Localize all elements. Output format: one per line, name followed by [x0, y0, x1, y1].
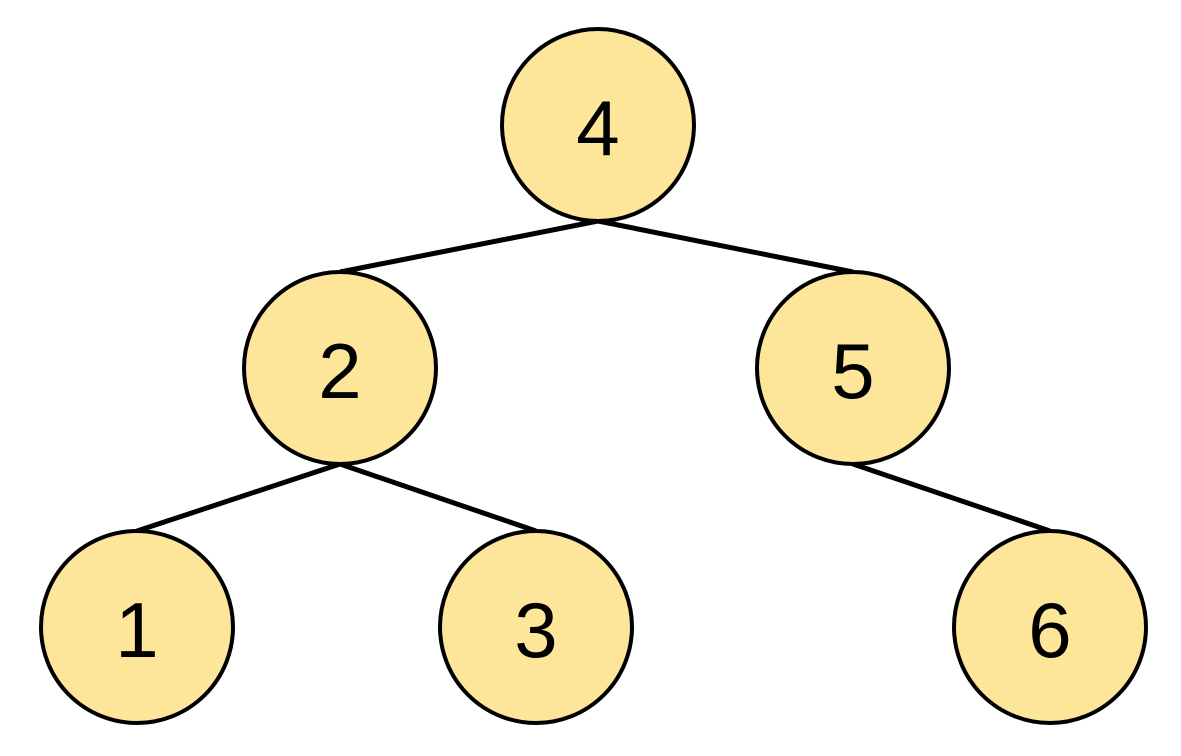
tree-nodes: 4 2 5 1 3 6 — [39, 27, 1148, 725]
node-label: 1 — [115, 586, 158, 674]
tree-node-6: 6 — [952, 529, 1148, 725]
node-circle — [39, 529, 235, 725]
node-circle — [242, 270, 438, 466]
edge-n2-n1 — [136, 461, 341, 534]
node-label: 3 — [514, 586, 557, 674]
tree-node-1: 1 — [39, 529, 235, 725]
node-circle — [755, 270, 951, 466]
node-label: 2 — [318, 327, 361, 415]
tree-node-2: 2 — [242, 270, 438, 466]
edge-n5-n6 — [852, 461, 1051, 534]
node-label: 4 — [576, 84, 619, 172]
tree-node-5: 5 — [755, 270, 951, 466]
node-label: 6 — [1028, 586, 1071, 674]
node-label: 5 — [831, 327, 874, 415]
tree-node-4: 4 — [500, 27, 696, 223]
node-circle — [952, 529, 1148, 725]
node-circle — [500, 27, 696, 223]
node-circle — [438, 529, 634, 725]
edge-n4-n2 — [339, 218, 599, 275]
edge-n2-n3 — [339, 461, 537, 534]
tree-edges — [136, 218, 1051, 534]
edge-n4-n5 — [597, 218, 854, 275]
tree-node-3: 3 — [438, 529, 634, 725]
